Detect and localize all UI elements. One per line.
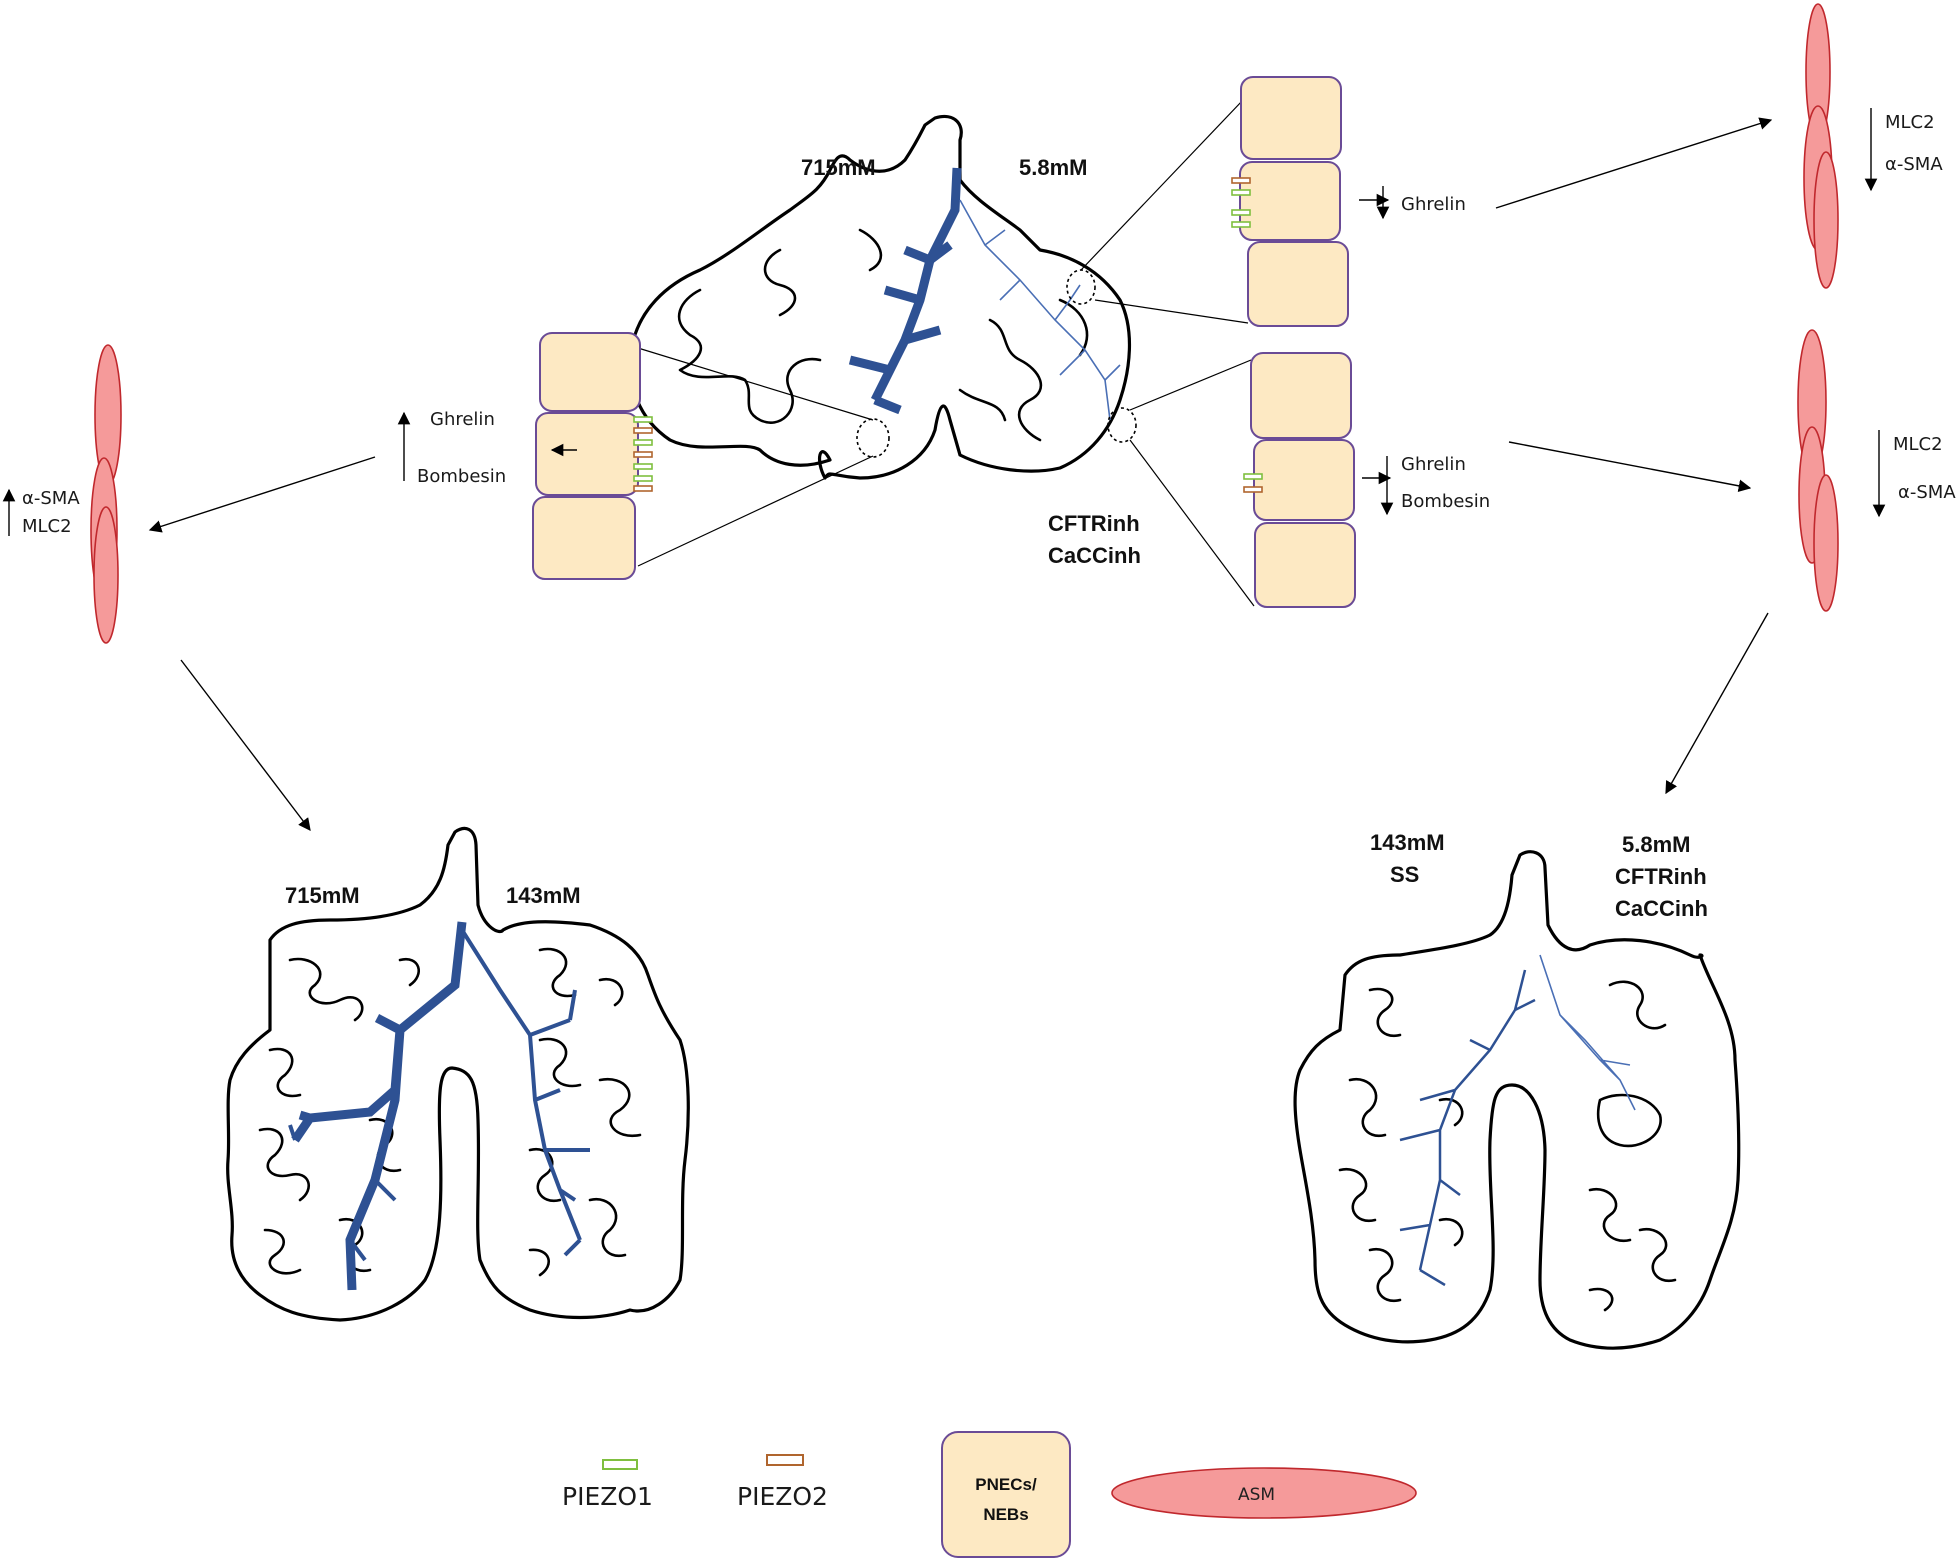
top-lung-treatment-1: CFTRinh [1048,511,1140,536]
top-right-pnec-cell [1239,161,1341,241]
mid-right-ghrelin-label: Ghrelin [1401,454,1466,475]
legend-piezo1-label: PIEZO1 [562,1482,653,1511]
legend-piezo2-swatch [766,1454,804,1466]
legend-asm-swatch [1111,1467,1417,1519]
mid-right-cell-stack [1243,352,1356,608]
bottom-right-lung [1293,850,1741,1350]
bottom-left-lung-right-airway [460,928,590,1257]
arrow-mid-asm-to-bottom-right-lung [1665,612,1769,795]
legend-pnec-swatch [941,1431,1071,1558]
mid-right-asm-marker-2: α-SMA [1898,482,1956,503]
mid-right-asm-marker-1: MLC2 [1893,434,1943,455]
bottom-right-lung-right-airway [1539,954,1636,1111]
bottom-right-lung-left-extra: SS [1390,862,1419,887]
bottom-right-lung-left-conc: 143mM [1370,830,1445,855]
bottom-right-lung-treatment-1: CFTRinh [1615,864,1707,889]
legend-pnec-label-line2: NEBs [983,1505,1028,1524]
top-right-ghrelin-label: Ghrelin [1401,194,1466,215]
left-asm-cluster [90,344,122,644]
top-lung-left-conc: 715mM [801,155,876,180]
bottom-right-lung-treatment-2: CaCCinh [1615,896,1708,921]
top-right-cell-stack [1231,76,1349,327]
left-cell-stack [532,332,653,580]
bottom-right-lung-right-conc: 5.8mM [1622,832,1690,857]
top-lung-outline [628,115,1132,480]
legend-asm-label: ASM [1238,1485,1275,1505]
bottom-left-lung-right-conc: 143mM [506,883,581,908]
left-asm-marker-2: MLC2 [22,516,72,537]
left-asm-marker-1: α-SMA [22,488,80,509]
left-ghrelin-label: Ghrelin [430,409,495,430]
top-right-asm-marker-1: MLC2 [1885,112,1935,133]
top-lung-right-conc: 5.8mM [1019,155,1087,180]
legend-piezo1-swatch [602,1459,638,1470]
left-bombesin-label: Bombesin [417,466,506,487]
mid-right-asm-cluster [1797,329,1839,612]
left-pnec-cell [535,412,639,496]
mid-right-bombesin-label: Bombesin [1401,491,1490,512]
top-lung-right-lower-zoom-circle [1107,407,1137,443]
legend-piezo2-label: PIEZO2 [737,1482,828,1511]
bottom-left-lung-left-conc: 715mM [285,883,360,908]
top-lung-treatment-2: CaCCinh [1048,543,1141,568]
bottom-right-lung-left-airway [1399,969,1536,1287]
arrow-left-asm-to-bottom-left-lung [180,659,311,832]
arrow-left-cells-to-left-asm [148,456,376,533]
bottom-right-lung-outline [1293,850,1741,1350]
arrow-mid-cells-to-mid-asm [1508,441,1752,493]
legend-pnec-label-line1: PNECs/ [975,1475,1037,1494]
top-right-asm-marker-2: α-SMA [1885,154,1943,175]
top-lung [628,115,1137,480]
top-lung-left-zoom-circle [856,418,890,458]
arrow-top-cells-to-top-asm [1495,117,1773,209]
bottom-left-lung [226,826,690,1322]
mid-right-pnec-cell [1253,439,1355,521]
legend: PIEZO1 PIEZO2 PNECs/ NEBs ASM [562,1431,1417,1558]
top-right-asm-cluster [1803,3,1839,289]
